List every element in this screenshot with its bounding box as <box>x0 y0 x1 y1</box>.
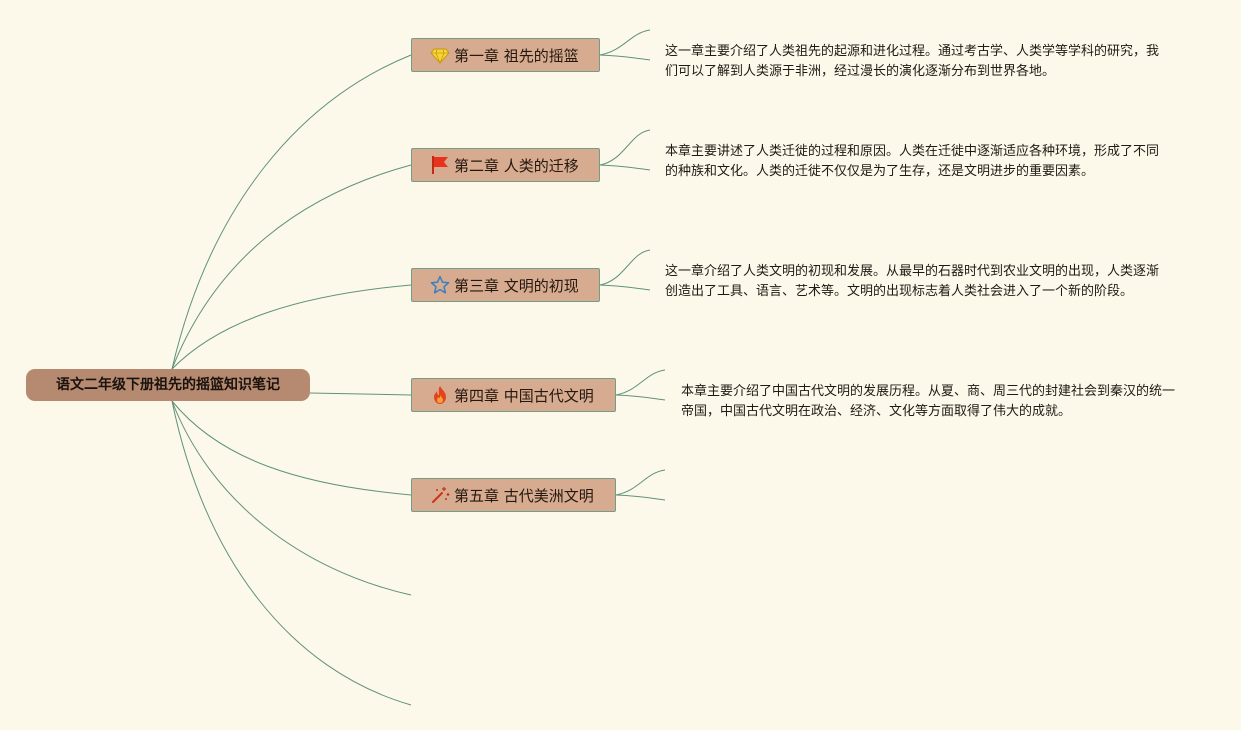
link-ch3-note-a <box>599 249 651 286</box>
flag-icon <box>430 155 450 175</box>
topic-chapter-2-label: 第二章 人类的迁移 <box>454 156 579 175</box>
topic-chapter-3-label: 第三章 文明的初现 <box>454 276 579 295</box>
topic-chapter-5-label: 第五章 古代美洲文明 <box>454 486 594 505</box>
link-ch3-note-b <box>599 284 651 291</box>
magic-wand-icon <box>430 485 450 505</box>
star-icon <box>430 275 450 295</box>
note-chapter-2[interactable]: 本章主要讲述了人类迁徙的过程和原因。人类在迁徙中逐渐适应各种环境，形成了不同的种… <box>665 144 1160 179</box>
topic-chapter-5[interactable]: 第五章 古代美洲文明 <box>411 478 616 512</box>
diamond-icon <box>430 45 450 65</box>
topic-chapter-1[interactable]: 第一章 祖先的摇篮 <box>411 38 600 72</box>
link-root-empty-2 <box>171 400 412 706</box>
root-topic[interactable]: 语文二年级下册祖先的摇篮知识笔记 <box>26 369 310 401</box>
link-root-ch2 <box>171 164 412 370</box>
link-root-ch3 <box>171 284 412 370</box>
topic-chapter-3[interactable]: 第三章 文明的初现 <box>411 268 600 302</box>
fire-icon <box>430 385 450 405</box>
link-ch5-note-a <box>615 469 666 496</box>
note-chapter-3[interactable]: 这一章介绍了人类文明的初现和发展。从最早的石器时代到农业文明的出现，人类逐渐创造… <box>665 264 1160 299</box>
link-ch1-note-a <box>599 29 651 56</box>
link-root-ch5 <box>171 400 412 496</box>
link-ch5-note-b <box>615 494 666 501</box>
link-root-ch4 <box>309 392 412 396</box>
topic-chapter-4[interactable]: 第四章 中国古代文明 <box>411 378 616 412</box>
link-ch4-note-a <box>615 369 666 396</box>
topic-chapter-2[interactable]: 第二章 人类的迁移 <box>411 148 600 182</box>
link-root-empty-1 <box>171 400 412 596</box>
link-root-ch1 <box>171 54 412 370</box>
topic-chapter-4-label: 第四章 中国古代文明 <box>454 386 594 405</box>
note-chapter-4[interactable]: 本章主要介绍了中国古代文明的发展历程。从夏、商、周三代的封建社会到秦汉的统一帝国… <box>681 384 1176 419</box>
link-ch1-note-b <box>599 54 651 61</box>
topic-chapter-1-label: 第一章 祖先的摇篮 <box>454 46 579 65</box>
note-chapter-1[interactable]: 这一章主要介绍了人类祖先的起源和进化过程。通过考古学、人类学等学科的研究，我们可… <box>665 44 1160 79</box>
link-ch2-note-b <box>599 164 651 171</box>
link-ch2-note-a <box>599 129 651 166</box>
link-ch4-note-b <box>615 394 666 401</box>
